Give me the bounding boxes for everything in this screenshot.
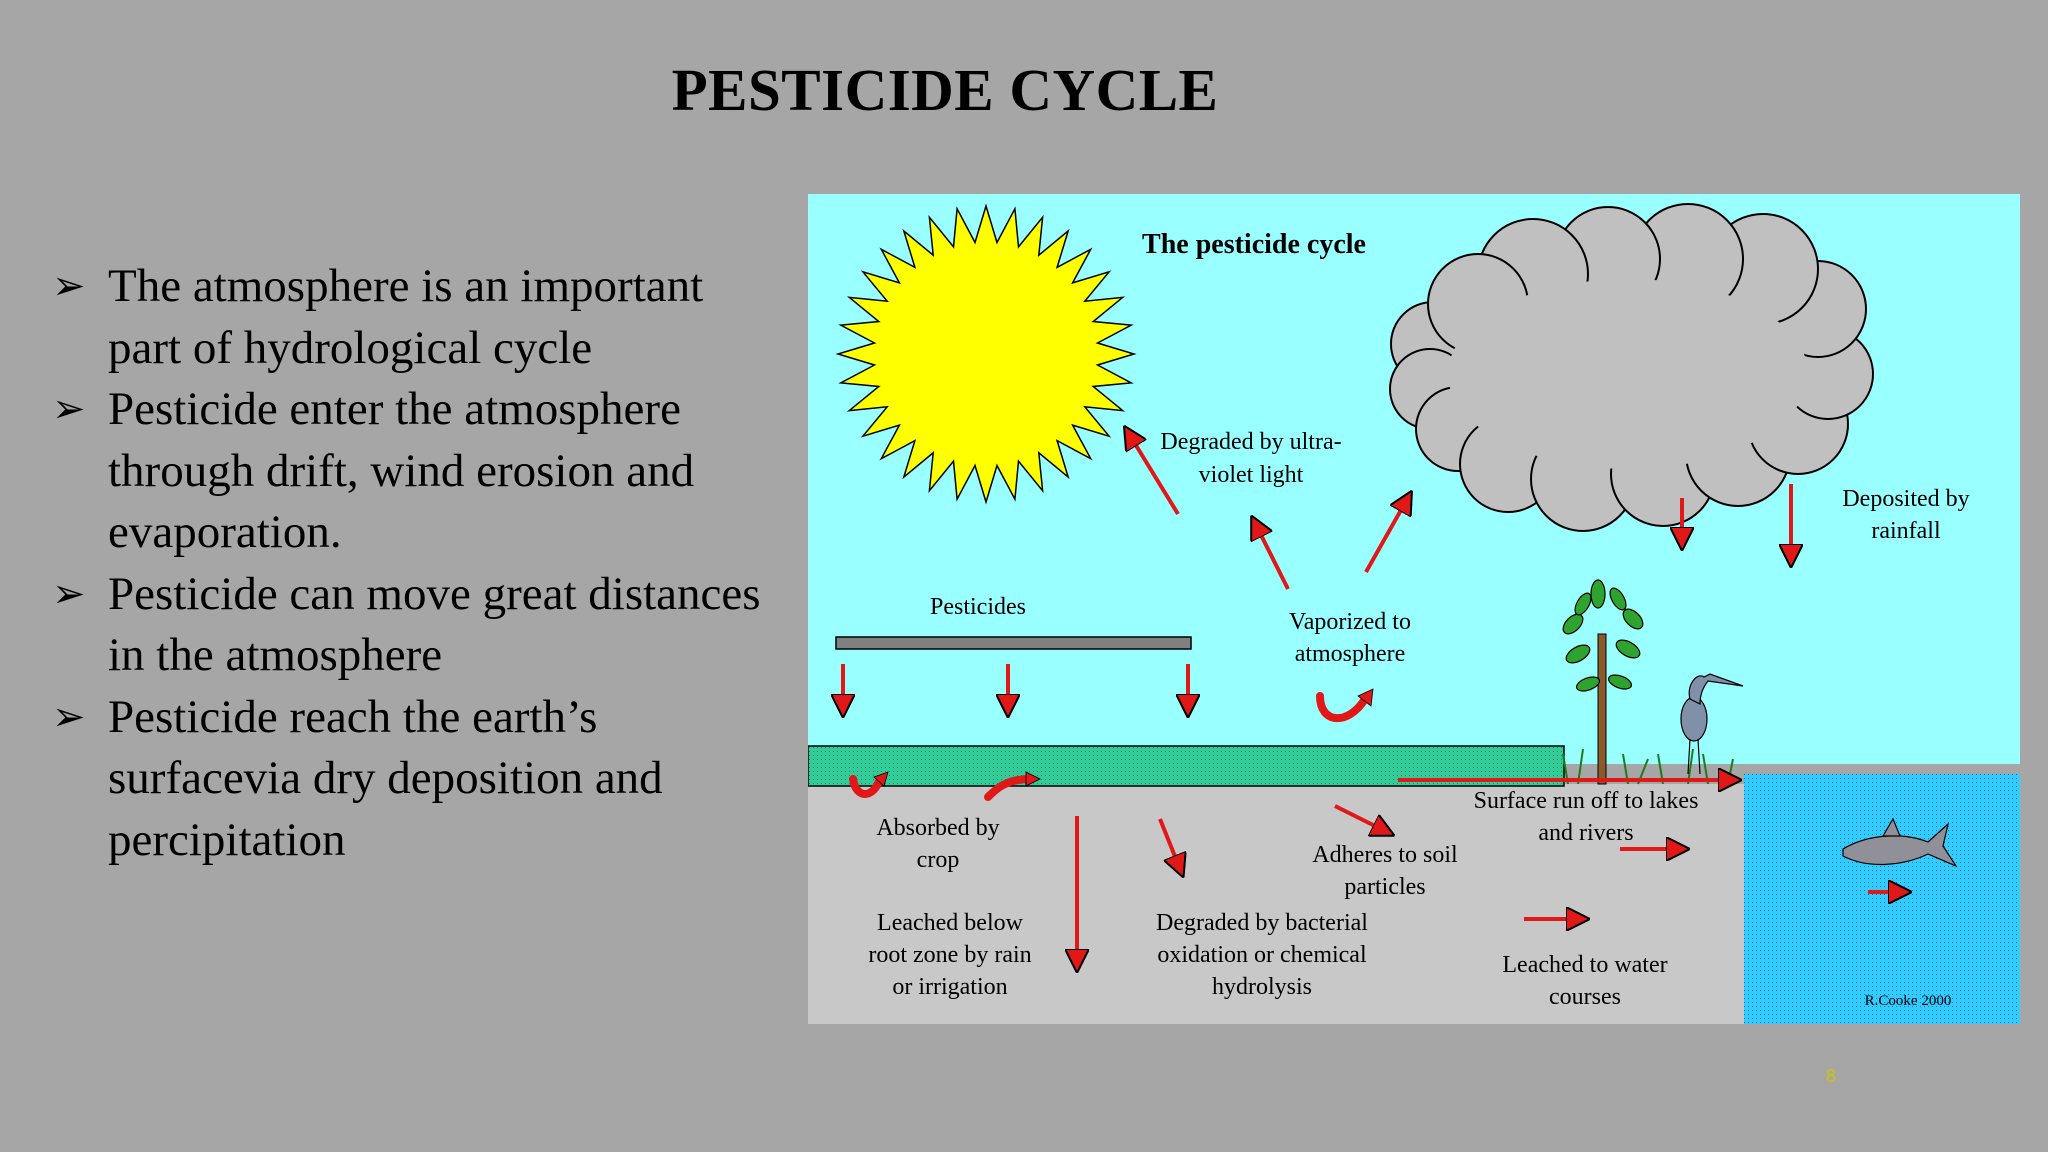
label-crop-2: crop	[917, 847, 960, 873]
bullet-item: ➢ Pesticide can move great distances in t…	[52, 564, 772, 687]
label-vapor-2: atmosphere	[1295, 641, 1406, 667]
pesticide-cycle-diagram: The pesticide cycle Pesticides Degraded …	[808, 194, 2020, 1024]
label-rain-1: Deposited by	[1842, 486, 1969, 512]
label-uv-1: Degraded by ultra-	[1160, 429, 1341, 455]
label-soil-2: particles	[1344, 874, 1425, 900]
label-leach-1: Leached below	[877, 910, 1024, 936]
label-water-2: courses	[1549, 984, 1621, 1010]
label-bact-3: hydrolysis	[1212, 974, 1312, 1000]
credit-label: R.Cooke 2000	[1865, 993, 1952, 1009]
arrow-bullet-icon: ➢	[52, 693, 86, 740]
heron-icon	[1680, 673, 1744, 775]
label-bact-2: oxidation or chemical	[1157, 942, 1367, 968]
label-soil-1: Adheres to soil	[1312, 842, 1458, 868]
label-vapor-1: Vaporized to	[1289, 609, 1411, 635]
bullet-list: ➢ The atmosphere is an important part of …	[52, 256, 772, 871]
shark-icon	[1842, 817, 1958, 868]
bullet-text: Pesticide enter the atmosphere through d…	[108, 383, 695, 558]
label-leach-2: root zone by rain	[868, 942, 1031, 968]
arrow-bullet-icon: ➢	[52, 570, 86, 617]
label-bact-1: Degraded by bacterial	[1156, 910, 1368, 936]
label-crop-1: Absorbed by	[876, 815, 999, 841]
label-runoff-1: Surface run off to lakes	[1474, 788, 1699, 814]
sun-icon	[835, 203, 1137, 505]
bullet-text: Pesticide reach the earth’s surfacevia d…	[108, 690, 663, 866]
bullet-item: ➢ Pesticide enter the atmosphere through …	[52, 379, 772, 564]
bullet-text: The atmosphere is an important part of h…	[108, 260, 704, 374]
label-leach-3: or irrigation	[892, 974, 1007, 1000]
process-arrows	[843, 429, 1908, 969]
diagram-title: The pesticide cycle	[1142, 229, 1366, 260]
bullet-item: ➢ The atmosphere is an important part of …	[52, 256, 772, 379]
tree-icon	[1562, 579, 1734, 785]
slide-title: PESTICIDE CYCLE	[671, 57, 1219, 123]
label-pesticides: Pesticides	[930, 594, 1026, 620]
arrow-bullet-icon: ➢	[52, 386, 86, 432]
bullet-text: Pesticide can move great distances in th…	[108, 567, 761, 682]
label-water-1: Leached to water	[1502, 952, 1667, 978]
label-rain-2: rainfall	[1871, 518, 1941, 544]
page-number: 8	[1826, 1066, 1837, 1086]
absorb-arrows	[849, 692, 1369, 801]
spray-bar	[835, 636, 1192, 650]
label-runoff-2: and rivers	[1538, 820, 1633, 846]
arrow-bullet-icon: ➢	[52, 263, 86, 309]
bullet-item: ➢ Pesticide reach the earth’s surfacevia …	[52, 687, 772, 872]
label-uv-2: violet light	[1199, 462, 1304, 488]
